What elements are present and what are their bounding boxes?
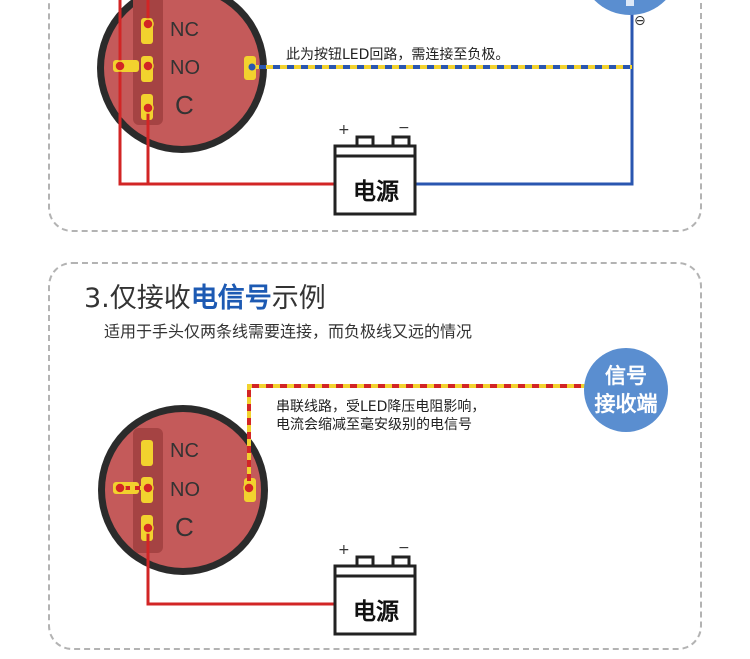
bottom-label-no: NO	[170, 479, 200, 501]
bottom-terminal-nc	[141, 440, 153, 466]
series-note: 串联线路，受LED降压电阻影响， 电流会缩减至毫安级别的电信号	[276, 398, 485, 434]
series-note-line1: 串联线路，受LED降压电阻影响，	[276, 399, 486, 415]
receiver-label: 信号 接收端	[584, 362, 668, 418]
bottom-label-nc: NC	[170, 440, 199, 462]
top-battery-label: 电源	[353, 179, 399, 205]
top-label-c: C	[175, 90, 194, 120]
bottom-battery-plus: +	[338, 542, 350, 558]
top-label-no: NO	[170, 57, 200, 79]
top-wires	[118, 0, 634, 186]
top-panel	[48, 0, 702, 232]
bottom-battery-icon	[333, 555, 417, 636]
top-load-circle	[594, 0, 666, 15]
bottom-switch	[98, 405, 268, 575]
bottom-panel	[48, 262, 702, 650]
top-battery-plus: +	[338, 122, 350, 138]
receiver-label-line1: 信号	[605, 364, 647, 388]
bottom-battery-label: 电源	[353, 599, 399, 625]
section-title-highlight: 电信号	[190, 283, 272, 314]
section-title-suffix: 示例	[271, 283, 326, 314]
section-title: 3.仅接收电信号示例	[84, 276, 326, 315]
bottom-label-c: C	[175, 512, 194, 542]
receiver-circle	[584, 348, 668, 432]
top-load-tab	[626, 0, 634, 6]
receiver-label-line2: 接收端	[594, 392, 658, 416]
bottom-battery-minus: −	[398, 540, 410, 556]
section-title-prefix: 3.仅接收	[84, 283, 191, 314]
section-subtitle: 适用于手头仅两条线需要连接，而负极线又远的情况	[104, 322, 473, 341]
top-battery-minus: −	[398, 120, 410, 136]
series-note-line2: 电流会缩减至毫安级别的电信号	[276, 417, 472, 433]
top-battery-icon	[333, 135, 417, 216]
top-load-minus: ⊖	[634, 13, 646, 29]
bottom-wires	[114, 384, 585, 606]
top-label-nc: NC	[170, 19, 199, 41]
top-led-note: 此为按钮LED回路，需连接至负极。	[286, 47, 510, 63]
